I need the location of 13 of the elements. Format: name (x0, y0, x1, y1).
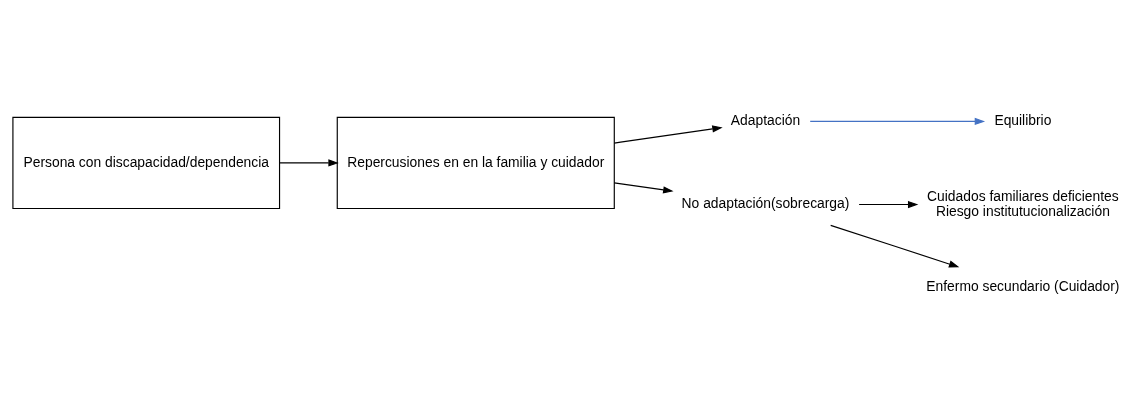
node-box: Repercusiones en en la familia y cuidador (336, 116, 615, 209)
node-text: Cuidados familiares deficientes Riesgo institutucionalización (927, 187, 1119, 219)
node-box: Persona con discapacidad/dependencia (12, 116, 281, 209)
node-text: Adaptación (730, 111, 801, 128)
arrow (809, 117, 986, 125)
arrow (613, 124, 723, 144)
arrow (279, 158, 339, 167)
arrow (830, 224, 960, 267)
node-text: Enfermo secundario (Cuidador) (926, 277, 1120, 294)
arrow (613, 181, 674, 193)
arrow (858, 200, 919, 208)
node-text: No adaptación(sobrecarga) (681, 194, 850, 211)
node-text: Equilibrio (994, 111, 1052, 128)
